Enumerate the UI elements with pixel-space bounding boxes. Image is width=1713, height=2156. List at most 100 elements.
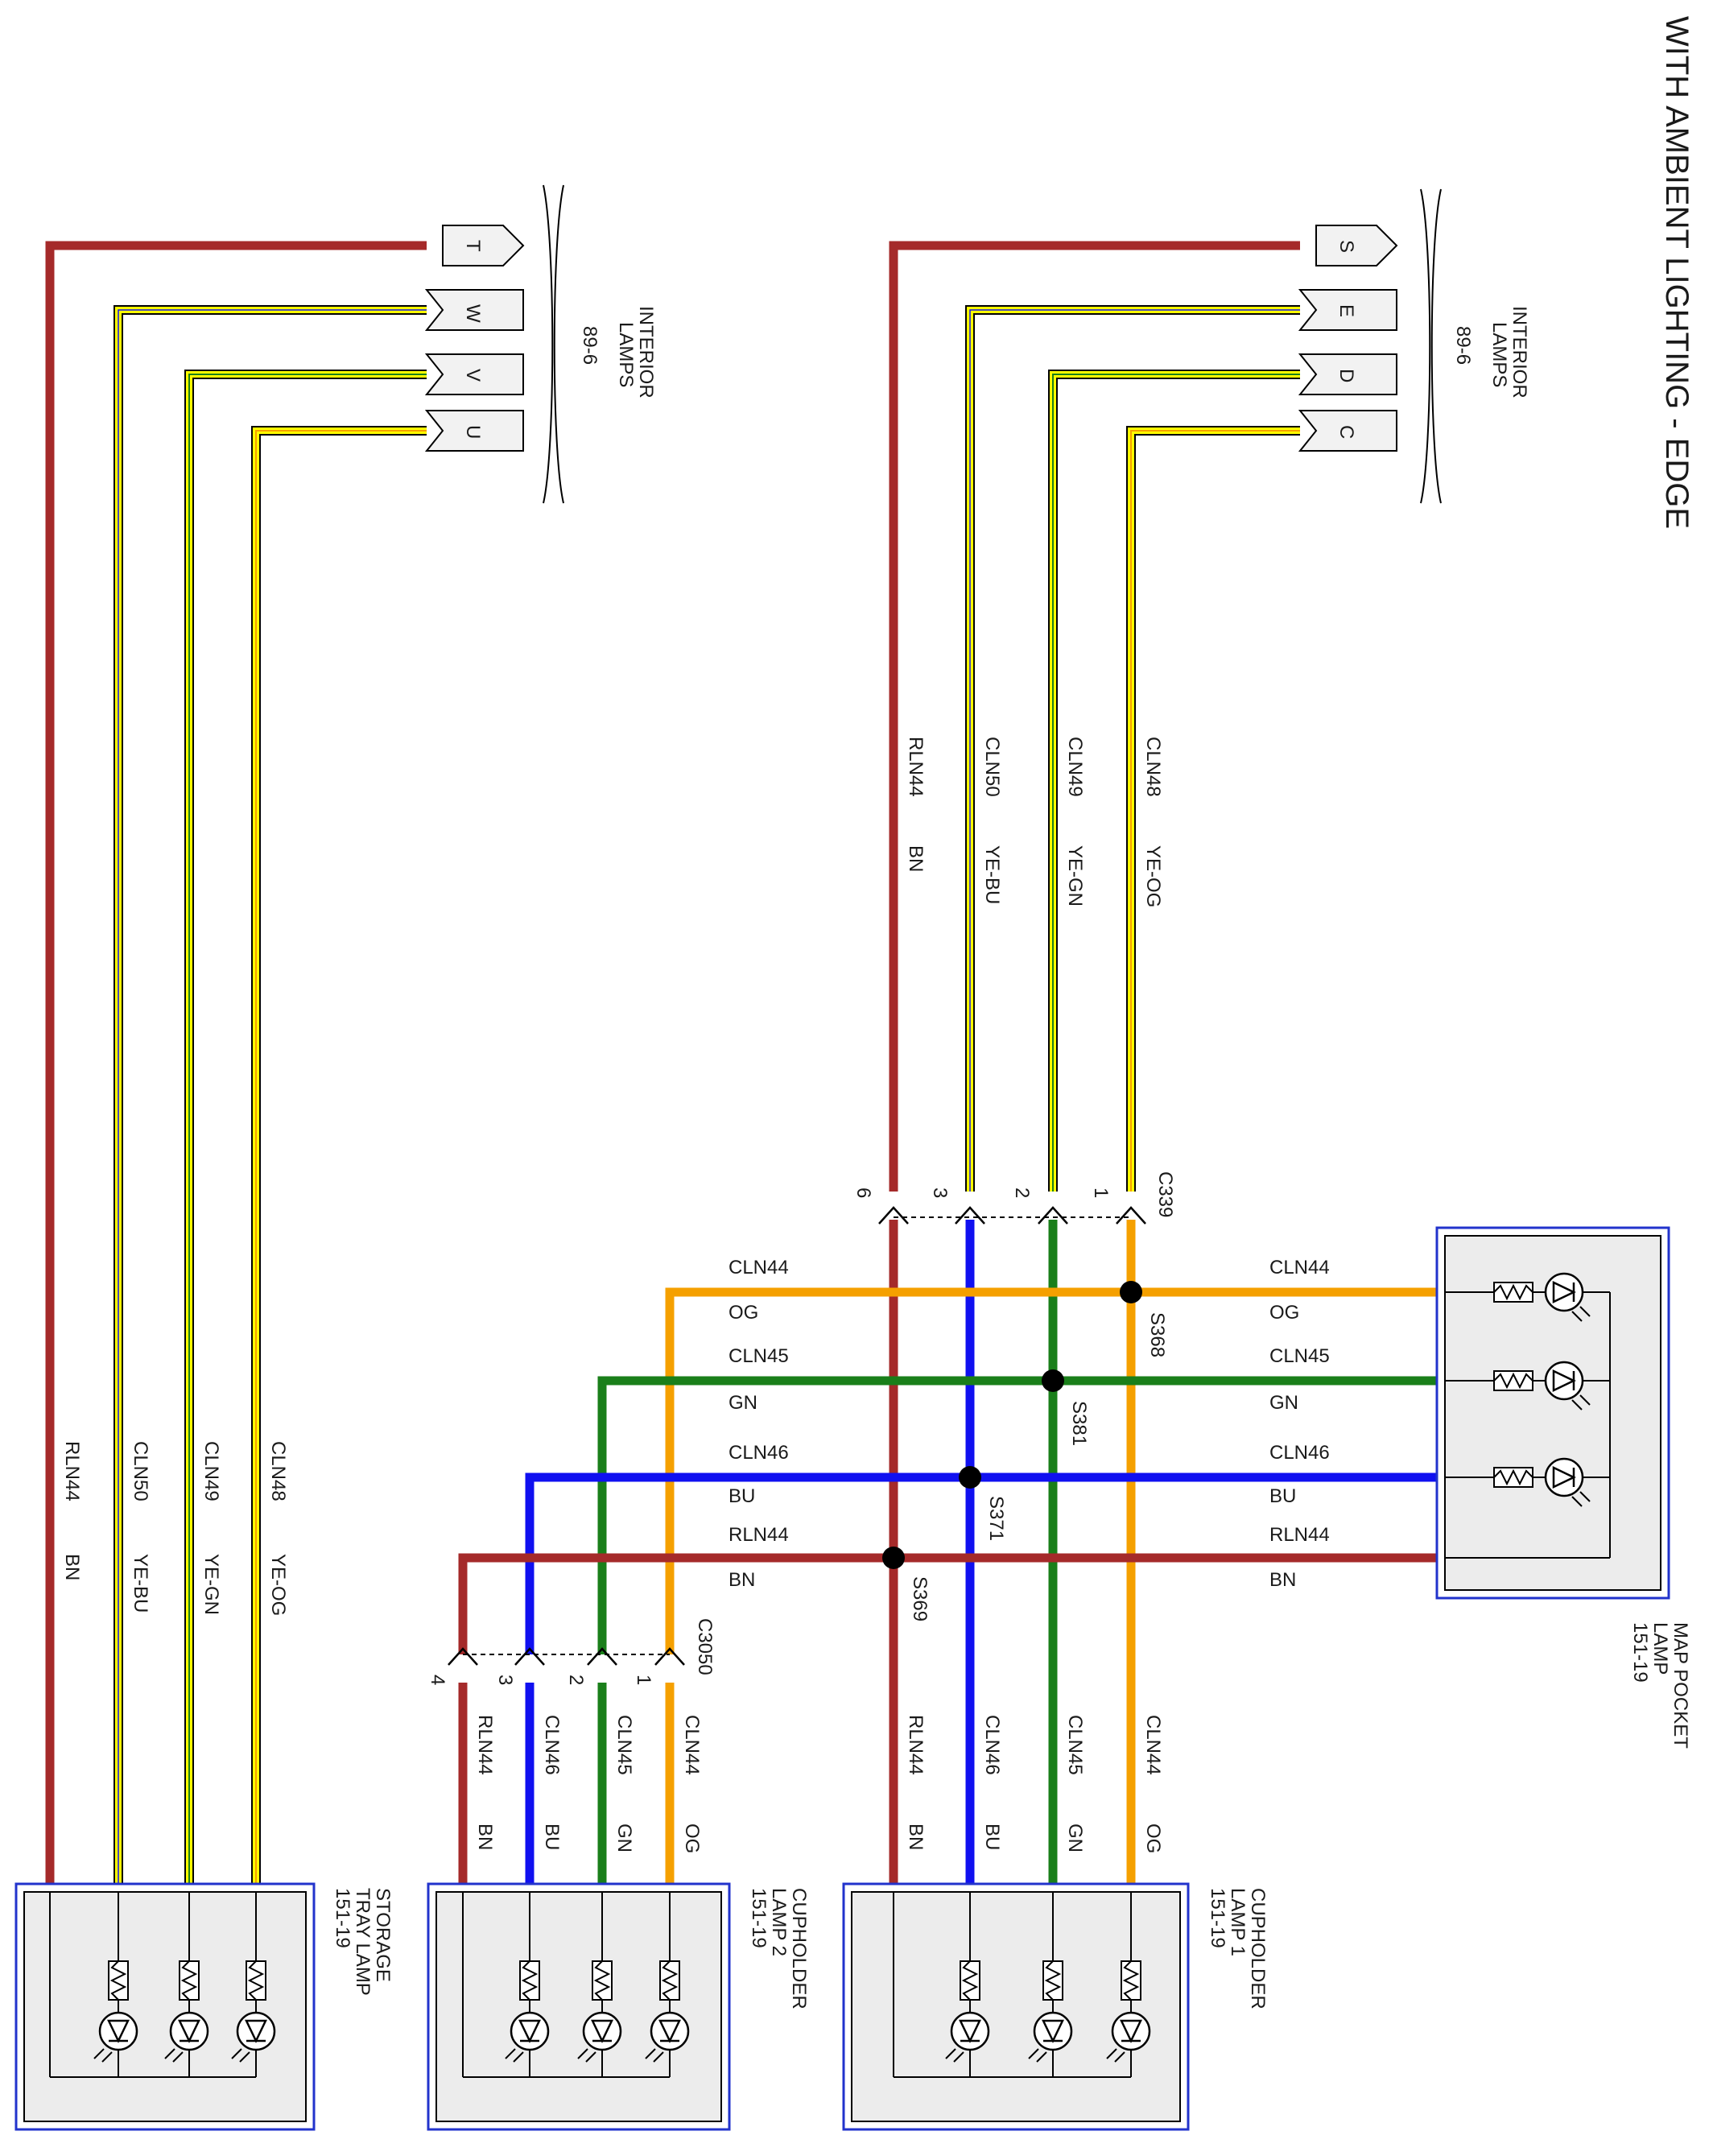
wire-color-label: OG	[1142, 1824, 1164, 1853]
wire-color-label: YE-GN	[200, 1554, 222, 1615]
wire-circuit-label: CLN48	[1142, 737, 1164, 797]
connector-c339: C339 1 2 3 6	[852, 1171, 1176, 1225]
pin-number: 2	[565, 1675, 587, 1685]
wire-circuit-label: CLN44	[681, 1715, 703, 1775]
resistor-icon	[592, 1960, 613, 2001]
wire-circuit-label: RLN44	[61, 1441, 83, 1501]
wire-color-label: BN	[729, 1569, 755, 1591]
component-name: LAMP 2	[768, 1888, 790, 1956]
component-map-pocket-lamp: MAP POCKET LAMP 151-19	[1435, 1226, 1691, 1749]
component-storage-tray-lamp: STORAGE TRAY LAMP 151-19	[14, 1882, 394, 2131]
source-connector-left: T W V U INTERIOR LAMPS 89-6	[424, 184, 657, 504]
pin-label: U	[462, 425, 484, 439]
splice-s371	[959, 1466, 981, 1489]
pin-number: 6	[852, 1187, 874, 1198]
wire-circuit-label: RLN44	[729, 1524, 789, 1546]
wire-cln48-storage	[251, 426, 427, 1888]
resistor-icon	[1121, 1960, 1141, 2001]
wire-color-label: OG	[681, 1824, 703, 1853]
wire-circuit-label: CLN48	[267, 1441, 289, 1501]
bus-labels: CLN44 OG CLN45 GN CLN46 BU RLN44 BN CLN4…	[729, 1257, 1330, 1591]
wire-circuit-label: CLN45	[613, 1715, 635, 1775]
source-name: LAMPS	[1488, 322, 1510, 387]
wire-circuit-label: CLN44	[1142, 1715, 1164, 1775]
pin-number: 2	[1011, 1187, 1033, 1198]
pin-label: C	[1335, 425, 1357, 439]
component-name: CUPHOLDER	[788, 1888, 810, 2009]
wire-cln46-bus	[525, 1472, 1441, 1654]
pin-label: S	[1335, 240, 1357, 253]
wire-circuit-label: CLN46	[1269, 1442, 1330, 1464]
source-name: INTERIOR	[635, 306, 657, 399]
component-cupholder-lamp-1: CUPHOLDER LAMP 1 151-19	[842, 1882, 1269, 2131]
wire-circuit-label: RLN44	[474, 1715, 496, 1775]
wire-circuit-label: CLN50	[130, 1441, 151, 1501]
pin-number: 4	[427, 1675, 448, 1685]
source-ref: 89-6	[1452, 326, 1474, 365]
component-ref: 151-19	[1629, 1622, 1651, 1683]
pin-number: 3	[929, 1187, 951, 1198]
wire-cln50-upper	[965, 305, 1300, 1192]
splice-label: S381	[1068, 1401, 1090, 1446]
wire-color-label: BN	[905, 845, 927, 872]
component-name: TRAY LAMP	[352, 1888, 374, 1996]
pin-label: D	[1335, 369, 1357, 382]
wire-color-label: BU	[729, 1485, 755, 1507]
pin-label: V	[462, 369, 484, 382]
wire-color-label: BU	[1269, 1485, 1296, 1507]
wire-labels-cup1: RLN44 BN CLN46 BU CLN45 GN CLN44 OG	[905, 1715, 1164, 1853]
wire-circuit-label: CLN45	[1064, 1715, 1086, 1775]
wire-cln45-bus	[597, 1376, 1441, 1654]
splice-s369	[882, 1547, 905, 1569]
wire-circuit-label: CLN45	[729, 1345, 789, 1367]
wire-cln50-storage	[114, 305, 427, 1888]
resistor-icon	[659, 1960, 680, 2001]
wire-color-label: GN	[1269, 1392, 1298, 1414]
component-name: MAP POCKET	[1670, 1622, 1691, 1749]
wire-circuit-label: CLN46	[541, 1715, 563, 1775]
splice-label: S371	[985, 1496, 1007, 1541]
resistor-icon	[1493, 1282, 1533, 1303]
wire-rln44-upper	[889, 241, 1300, 1192]
component-ref: 151-19	[748, 1888, 770, 1948]
wire-color-label: OG	[729, 1302, 758, 1324]
wire-circuit-label: RLN44	[1269, 1524, 1330, 1546]
component-name: CUPHOLDER	[1247, 1888, 1269, 2009]
wire-circuit-label: CLN49	[1064, 737, 1086, 797]
splice-label: S369	[909, 1576, 931, 1621]
splice-s368	[1120, 1281, 1142, 1303]
source-connector-right: S E D C INTERIOR LAMPS 89-6	[1298, 188, 1530, 504]
wire-color-label: OG	[1269, 1302, 1299, 1324]
source-name: LAMPS	[615, 322, 637, 387]
wire-circuit-label: CLN45	[1269, 1345, 1330, 1367]
component-ref: 151-19	[1207, 1888, 1228, 1948]
wire-color-label: YE-OG	[267, 1554, 289, 1616]
pin-number: 1	[633, 1675, 654, 1685]
wire-color-label: YE-GN	[1064, 845, 1086, 907]
wire-labels-storage: RLN44 BN CLN50 YE-BU CLN49 YE-GN CLN48 Y…	[61, 1441, 289, 1616]
resistor-icon	[179, 1960, 200, 2001]
component-name: LAMP	[1649, 1622, 1671, 1675]
component-ref: 151-19	[332, 1888, 353, 1948]
resistor-icon	[1042, 1960, 1063, 2001]
diagram-title: WITH AMBIENT LIGHTING - EDGE	[1659, 16, 1694, 529]
wire-color-label: YE-BU	[981, 845, 1003, 904]
wire-cln49-upper	[1048, 370, 1300, 1192]
pin-label: T	[462, 240, 484, 252]
resistor-icon	[1493, 1467, 1533, 1488]
pin-label: W	[462, 304, 484, 323]
resistor-icon	[960, 1960, 980, 2001]
wire-color-label: GN	[729, 1392, 757, 1414]
resistor-icon	[246, 1960, 266, 2001]
pin-number: 1	[1090, 1187, 1112, 1198]
wire-color-label: BU	[981, 1824, 1003, 1850]
wire-circuit-label: RLN44	[905, 1715, 927, 1775]
wire-color-label: GN	[1064, 1824, 1086, 1852]
splice-s381	[1042, 1369, 1064, 1392]
wire-cln48-upper	[1126, 426, 1300, 1192]
wire-cln44-bus	[665, 1287, 1441, 1654]
wire-color-label: BN	[61, 1554, 83, 1580]
wire-circuit-label: CLN46	[729, 1442, 789, 1464]
connector-label: C3050	[694, 1618, 716, 1675]
